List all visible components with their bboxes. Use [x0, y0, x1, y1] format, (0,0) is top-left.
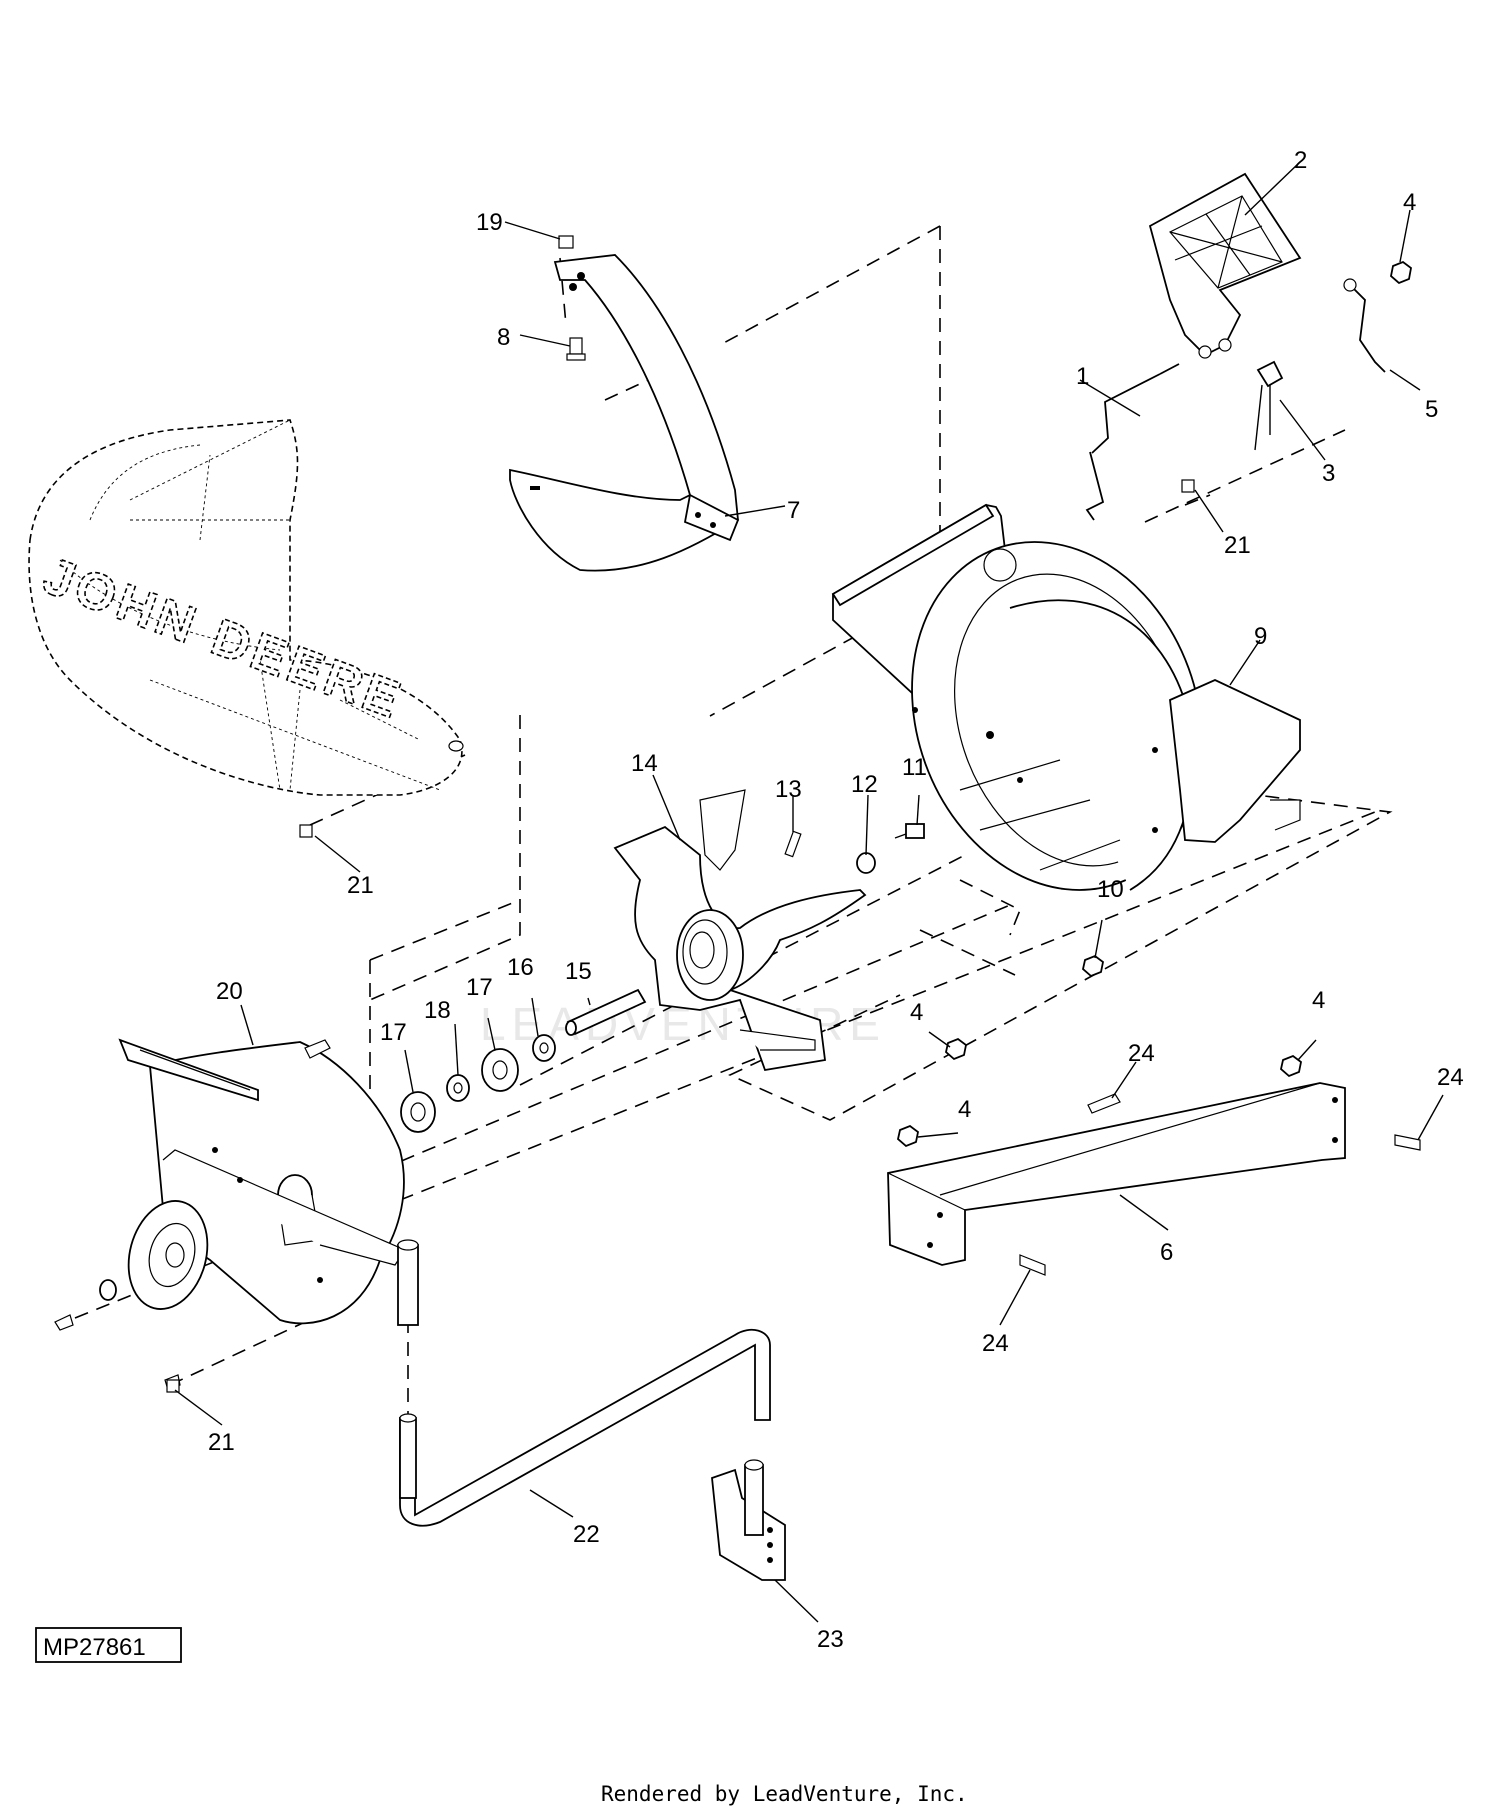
- support-bracket: [166, 824, 1421, 1393]
- callout-10: 10: [1097, 876, 1124, 903]
- top-fasteners: [558, 235, 586, 361]
- callout-24: 24: [982, 1330, 1009, 1357]
- callout-15: 15: [565, 958, 592, 985]
- shaft-parts: [400, 823, 925, 1133]
- callout-4: 4: [1312, 987, 1325, 1014]
- blower-housing: [831, 503, 1301, 891]
- callout-23: 23: [817, 1626, 844, 1653]
- callout-24: 24: [1128, 1040, 1155, 1067]
- callout-11: 11: [902, 754, 927, 781]
- side-plate: [118, 1038, 419, 1326]
- callout-20: 20: [216, 978, 243, 1005]
- callout-6: 6: [1160, 1239, 1173, 1266]
- callout-4: 4: [958, 1096, 971, 1123]
- bagger-chute: JOHN DEERE: [28, 419, 464, 796]
- callout-16: 16: [507, 954, 534, 981]
- callout-17: 17: [466, 974, 493, 1001]
- reference-id: MP27861: [43, 1634, 146, 1661]
- callout-2: 2: [1294, 147, 1307, 174]
- impeller: [613, 789, 867, 1072]
- callout-9: 9: [1254, 623, 1267, 650]
- leader-lines: [174, 161, 1444, 1623]
- callout-19: 19: [476, 209, 503, 236]
- callout-4: 4: [1403, 189, 1416, 216]
- latch-assembly: [1085, 172, 1412, 521]
- pulley: [54, 1200, 209, 1391]
- callout-1: 1: [1076, 363, 1089, 390]
- callout-12: 12: [851, 771, 878, 798]
- callout-5: 5: [1425, 396, 1438, 423]
- callout-7: 7: [787, 497, 800, 524]
- callout-labels: 1 2 3 4 4 4 4 5 6 7 8 9 10 11 12 13 14 1…: [208, 147, 1464, 1653]
- mount-bracket-23: [711, 1459, 786, 1581]
- footer-credit: Rendered by LeadVenture, Inc.: [601, 1782, 968, 1806]
- callout-18: 18: [424, 997, 451, 1024]
- callout-24: 24: [1437, 1064, 1464, 1091]
- callout-3: 3: [1322, 460, 1335, 487]
- callout-21: 21: [1224, 532, 1251, 559]
- callout-21: 21: [347, 872, 374, 899]
- callout-8: 8: [497, 324, 510, 351]
- callout-21: 21: [208, 1429, 235, 1456]
- callout-13: 13: [775, 776, 802, 803]
- callout-22: 22: [573, 1521, 600, 1548]
- callout-4: 4: [910, 999, 923, 1026]
- callout-17: 17: [380, 1019, 407, 1046]
- deflector-panel: [509, 254, 740, 572]
- callout-14: 14: [631, 750, 658, 777]
- handle-rod: [399, 1328, 771, 1527]
- reference-id-box: MP27861: [35, 1627, 182, 1663]
